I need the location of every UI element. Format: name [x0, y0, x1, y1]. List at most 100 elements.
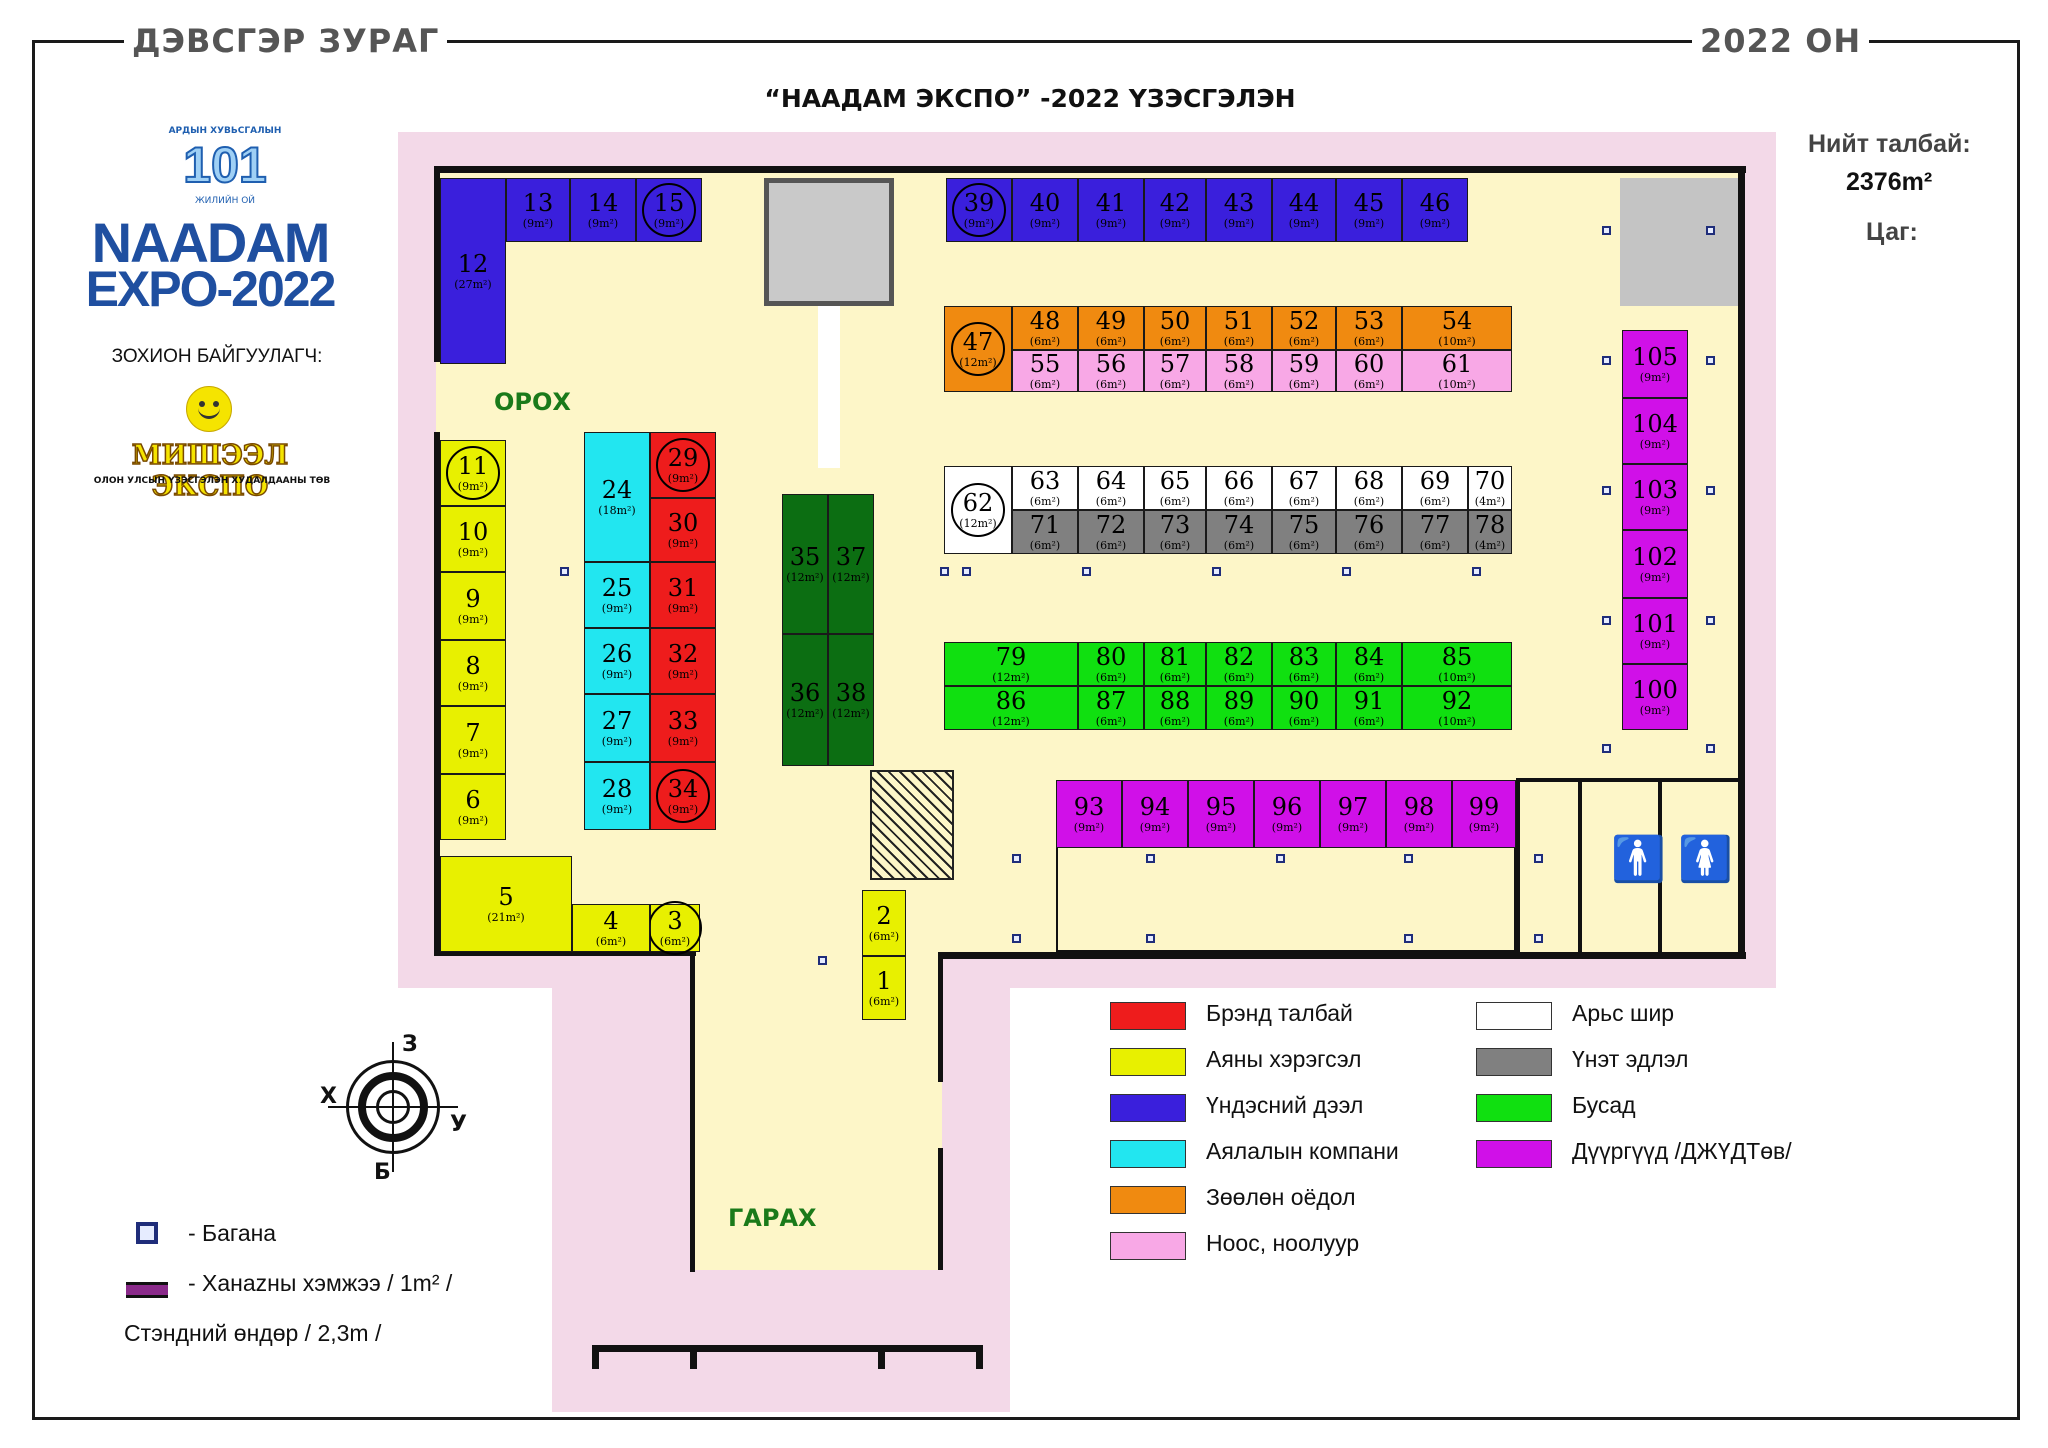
booth-97[interactable]: 97(9m²): [1320, 780, 1386, 848]
booth-area: (6m²): [1095, 715, 1127, 728]
booth-48[interactable]: 48(6m²): [1012, 306, 1078, 350]
booth-54[interactable]: 54(10m²): [1402, 306, 1512, 350]
booth-95[interactable]: 95(9m²): [1188, 780, 1254, 848]
booth-30[interactable]: 30(9m²): [650, 498, 716, 562]
booth-88[interactable]: 88(6m²): [1144, 686, 1206, 730]
booth-76[interactable]: 76(6m²): [1336, 510, 1402, 554]
booth-82[interactable]: 82(6m²): [1206, 642, 1272, 686]
booth-31[interactable]: 31(9m²): [650, 562, 716, 628]
booth-75[interactable]: 75(6m²): [1272, 510, 1336, 554]
booth-67[interactable]: 67(6m²): [1272, 466, 1336, 510]
booth-72[interactable]: 72(6m²): [1078, 510, 1144, 554]
booth-51[interactable]: 51(6m²): [1206, 306, 1272, 350]
booth-39[interactable]: 39(9m²): [946, 178, 1012, 242]
wall-corridor-west: [690, 952, 695, 1272]
booth-62[interactable]: 62(12m²): [944, 466, 1012, 554]
booth-59[interactable]: 59(6m²): [1272, 350, 1336, 392]
booth-81[interactable]: 81(6m²): [1144, 642, 1206, 686]
booth-63[interactable]: 63(6m²): [1012, 466, 1078, 510]
booth-13[interactable]: 13(9m²): [506, 178, 570, 242]
booth-64[interactable]: 64(6m²): [1078, 466, 1144, 510]
booth-9[interactable]: 9(9m²): [440, 572, 506, 640]
booth-28[interactable]: 28(9m²): [584, 762, 650, 830]
booth-55[interactable]: 55(6m²): [1012, 350, 1078, 392]
booth-91[interactable]: 91(6m²): [1336, 686, 1402, 730]
booth-85[interactable]: 85(10m²): [1402, 642, 1512, 686]
booth-66[interactable]: 66(6m²): [1206, 466, 1272, 510]
booth-10[interactable]: 10(9m²): [440, 506, 506, 572]
booth-37[interactable]: 37(12m²): [828, 494, 874, 634]
booth-25[interactable]: 25(9m²): [584, 562, 650, 628]
booth-104[interactable]: 104(9m²): [1622, 398, 1688, 464]
booth-69[interactable]: 69(6m²): [1402, 466, 1468, 510]
booth-3[interactable]: 3(6m²): [648, 901, 702, 955]
booth-103[interactable]: 103(9m²): [1622, 464, 1688, 530]
booth-102[interactable]: 102(9m²): [1622, 530, 1688, 598]
booth-45[interactable]: 45(9m²): [1336, 178, 1402, 242]
booth-98[interactable]: 98(9m²): [1386, 780, 1452, 848]
booth-46[interactable]: 46(9m²): [1402, 178, 1468, 242]
booth-70[interactable]: 70(4m²): [1468, 466, 1512, 510]
booth-86[interactable]: 86(12m²): [944, 686, 1078, 730]
booth-90[interactable]: 90(6m²): [1272, 686, 1336, 730]
booth-41[interactable]: 41(9m²): [1078, 178, 1144, 242]
booth-78[interactable]: 78(4m²): [1468, 510, 1512, 554]
booth-24[interactable]: 24(18m²): [584, 432, 650, 562]
booth-42[interactable]: 42(9m²): [1144, 178, 1206, 242]
booth-74[interactable]: 74(6m²): [1206, 510, 1272, 554]
booth-101[interactable]: 101(9m²): [1622, 598, 1688, 664]
booth-73[interactable]: 73(6m²): [1144, 510, 1206, 554]
booth-26[interactable]: 26(9m²): [584, 628, 650, 694]
booth-35[interactable]: 35(12m²): [782, 494, 828, 634]
booth-99[interactable]: 99(9m²): [1452, 780, 1516, 848]
booth-47[interactable]: 47(12m²): [944, 306, 1012, 392]
booth-33[interactable]: 33(9m²): [650, 694, 716, 762]
booth-43[interactable]: 43(9m²): [1206, 178, 1272, 242]
booth-105[interactable]: 105(9m²): [1622, 330, 1688, 398]
booth-11[interactable]: 11(9m²): [440, 440, 506, 506]
booth-77[interactable]: 77(6m²): [1402, 510, 1468, 554]
booth-8[interactable]: 8(9m²): [440, 640, 506, 706]
booth-12[interactable]: 12(27m²): [440, 178, 506, 364]
booth-1[interactable]: 1(6m²): [862, 956, 906, 1020]
booth-94[interactable]: 94(9m²): [1122, 780, 1188, 848]
booth-area: (6m²): [1223, 495, 1255, 508]
booth-71[interactable]: 71(6m²): [1012, 510, 1078, 554]
booth-57[interactable]: 57(6m²): [1144, 350, 1206, 392]
booth-40[interactable]: 40(9m²): [1012, 178, 1078, 242]
booth-2[interactable]: 2(6m²): [862, 890, 906, 956]
booth-61[interactable]: 61(10m²): [1402, 350, 1512, 392]
booth-44[interactable]: 44(9m²): [1272, 178, 1336, 242]
booth-79[interactable]: 79(12m²): [944, 642, 1078, 686]
booth-92[interactable]: 92(10m²): [1402, 686, 1512, 730]
booth-27[interactable]: 27(9m²): [584, 694, 650, 762]
booth-36[interactable]: 36(12m²): [782, 634, 828, 766]
booth-49[interactable]: 49(6m²): [1078, 306, 1144, 350]
booth-83[interactable]: 83(6m²): [1272, 642, 1336, 686]
booth-38[interactable]: 38(12m²): [828, 634, 874, 766]
booth-87[interactable]: 87(6m²): [1078, 686, 1144, 730]
booth-32[interactable]: 32(9m²): [650, 628, 716, 694]
booth-58[interactable]: 58(6m²): [1206, 350, 1272, 392]
booth-6[interactable]: 6(9m²): [440, 774, 506, 840]
booth-53[interactable]: 53(6m²): [1336, 306, 1402, 350]
booth-65[interactable]: 65(6m²): [1144, 466, 1206, 510]
booth-84[interactable]: 84(6m²): [1336, 642, 1402, 686]
booth-50[interactable]: 50(6m²): [1144, 306, 1206, 350]
booth-68[interactable]: 68(6m²): [1336, 466, 1402, 510]
booth-14[interactable]: 14(9m²): [570, 178, 636, 242]
booth-96[interactable]: 96(9m²): [1254, 780, 1320, 848]
booth-89[interactable]: 89(6m²): [1206, 686, 1272, 730]
booth-52[interactable]: 52(6m²): [1272, 306, 1336, 350]
booth-100[interactable]: 100(9m²): [1622, 664, 1688, 730]
booth-34[interactable]: 34(9m²): [650, 762, 716, 830]
booth-93[interactable]: 93(9m²): [1056, 780, 1122, 848]
booth-7[interactable]: 7(9m²): [440, 706, 506, 774]
booth-29[interactable]: 29(9m²): [650, 432, 716, 498]
booth-5[interactable]: 5(21m²): [440, 856, 572, 952]
booth-4[interactable]: 4(6m²): [572, 904, 650, 952]
booth-56[interactable]: 56(6m²): [1078, 350, 1144, 392]
booth-15[interactable]: 15(9m²): [636, 178, 702, 242]
booth-80[interactable]: 80(6m²): [1078, 642, 1144, 686]
booth-60[interactable]: 60(6m²): [1336, 350, 1402, 392]
